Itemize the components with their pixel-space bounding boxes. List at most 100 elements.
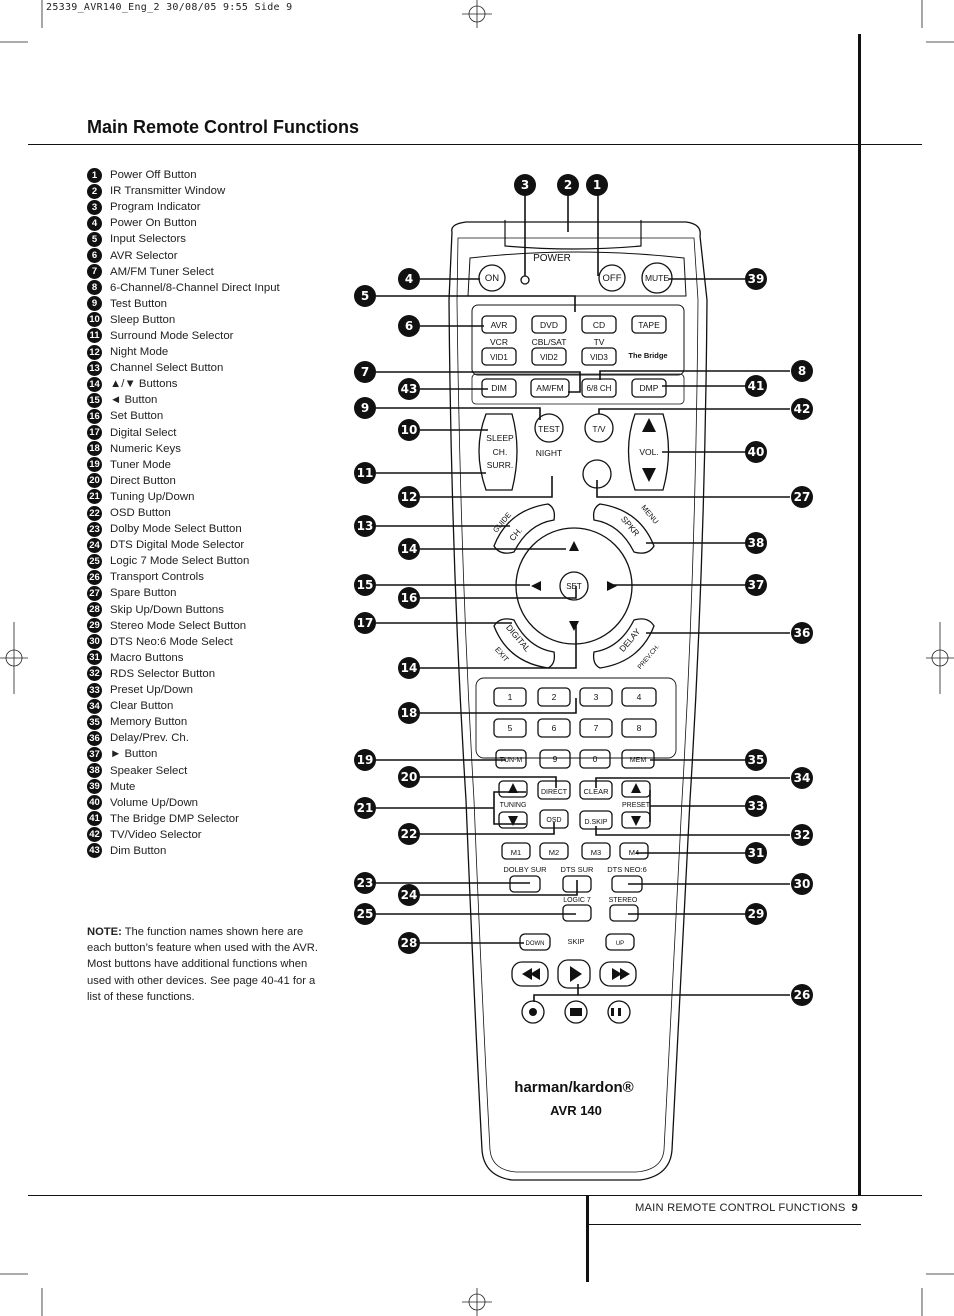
play-icon (570, 966, 582, 982)
legend-number: 1 (87, 167, 102, 183)
right-arrow-icon (607, 581, 617, 591)
callout-number: 19 (354, 749, 376, 771)
legend-label: ► Button (110, 748, 158, 761)
legend-number: 24 (87, 537, 102, 553)
right-margin-bar (858, 34, 861, 1196)
legend-number: 8 (87, 280, 102, 296)
note-paragraph: NOTE: The function names shown here are … (87, 924, 323, 1005)
key-3: 3 (594, 692, 599, 702)
direct-label: DIRECT (541, 789, 568, 796)
callout-number: 39 (745, 268, 767, 290)
legend-number: 2 (87, 183, 102, 199)
clear-label: CLEAR (583, 787, 609, 796)
on-label: ON (485, 273, 499, 284)
legend-number: 7 (87, 264, 102, 280)
legend-number: 30 (87, 634, 102, 650)
legend-label: 6-Channel/8-Channel Direct Input (110, 281, 280, 294)
vid2-label: VID2 (540, 353, 558, 362)
key-1: 1 (508, 692, 513, 702)
legend-number: 35 (87, 714, 102, 730)
print-slug: 25339_AVR140_Eng_2 30/08/05 9:55 Side 9 (46, 2, 293, 13)
ch68-label: 6/8 CH (587, 384, 612, 393)
skip-label: SKIP (567, 937, 584, 946)
pause-icon-2 (618, 1008, 621, 1016)
legend-label: Power Off Button (110, 169, 197, 182)
legend-number: 40 (87, 795, 102, 811)
menu-label: MENU (639, 503, 660, 526)
mem-label: MEM (630, 757, 647, 764)
down-label: DOWN (526, 941, 545, 947)
legend-number: 17 (87, 425, 102, 441)
callout-number: 4 (398, 268, 420, 290)
forward-icon-2 (620, 968, 630, 980)
legend-label: Preset Up/Down (110, 684, 193, 697)
m3-label: M3 (591, 848, 601, 857)
m4-label: M4 (629, 848, 639, 857)
legend-label: Skip Up/Down Buttons (110, 603, 224, 616)
legend-label: Dolby Mode Select Button (110, 523, 242, 536)
callout-number: 22 (398, 823, 420, 845)
vcr-label: VCR (490, 337, 508, 347)
callout-number: 25 (354, 903, 376, 925)
legend-number: 4 (87, 215, 102, 231)
legend-label: Sleep Button (110, 313, 176, 326)
note-text: The function names shown here are each b… (87, 926, 318, 1003)
legend-label: Transport Controls (110, 571, 204, 584)
callout-number: 34 (791, 767, 813, 789)
brand-logo: harman/kardon® (514, 1079, 633, 1096)
preset-label: PRESET (622, 802, 651, 809)
legend-number: 12 (87, 344, 102, 360)
set-label: SET (566, 582, 582, 591)
callout-number: 14 (398, 538, 420, 560)
callout-number: 38 (745, 532, 767, 554)
legend-label: Dim Button (110, 844, 167, 857)
legend-number: 37 (87, 746, 102, 762)
callout-number: 7 (354, 361, 376, 383)
up-arrow-icon (569, 541, 579, 551)
key-2: 2 (552, 692, 557, 702)
legend-number: 41 (87, 811, 102, 827)
footer-rule (28, 1195, 922, 1196)
callout-number: 21 (354, 797, 376, 819)
callout-number: 23 (354, 872, 376, 894)
callout-number: 41 (745, 375, 767, 397)
callout-number: 33 (745, 795, 767, 817)
callout-number: 18 (398, 702, 420, 724)
legend-item: 15◄ Button (87, 392, 337, 408)
legend-label: AM/FM Tuner Select (110, 265, 214, 278)
prevch-label: PREV.CH. (636, 643, 661, 671)
legend-number: 3 (87, 199, 102, 215)
legend-label: Clear Button (110, 700, 174, 713)
cblsat-label: CBL/SAT (532, 337, 567, 347)
legend-label: The Bridge DMP Selector (110, 812, 239, 825)
callout-number: 36 (791, 622, 813, 644)
legend-label: Memory Button (110, 716, 188, 729)
callout-number: 5 (354, 285, 376, 307)
legend-label: Power On Button (110, 217, 197, 230)
legend-number: 22 (87, 505, 102, 521)
legend-number: 31 (87, 650, 102, 666)
legend-item: 19 Tuner Mode (87, 457, 337, 473)
legend-label: AVR Selector (110, 249, 178, 262)
tv-video-label: T/V (592, 424, 606, 434)
legend-label: DTS Digital Mode Selector (110, 539, 245, 552)
callout-number: 42 (791, 398, 813, 420)
callout-number: 6 (398, 315, 420, 337)
legend-item: 43 Dim Button (87, 843, 337, 859)
m1-label: M1 (511, 848, 521, 857)
legend-number: 19 (87, 457, 102, 473)
up-label: UP (616, 941, 624, 947)
legend-label: Channel Select Button (110, 362, 224, 375)
legend-number: 43 (87, 843, 102, 859)
legend-label: Tuner Mode (110, 458, 171, 471)
